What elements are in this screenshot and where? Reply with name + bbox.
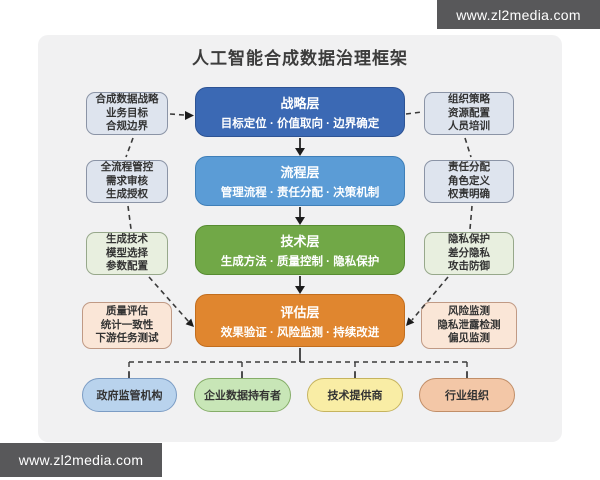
note-left-strategy: 合成数据战略 业务目标 合规边界 [86,92,168,135]
diagram-title: 人工智能合成数据治理框架 [192,49,408,68]
layer-strategy: 战略层 目标定位 · 价值取向 · 边界确定 [195,87,405,137]
note-left-evaluation: 质量评估 统计一致性 下游任务测试 [82,302,172,349]
note-line: 合规边界 [106,120,148,133]
stakeholder-label: 企业数据持有者 [204,390,281,402]
note-line: 生成授权 [106,188,148,201]
layer-evaluation-detail: 效果验证 · 风险监测 · 持续改进 [220,326,380,339]
layer-strategy-name: 战略层 [280,96,320,111]
layer-strategy-detail: 目标定位 · 价值取向 · 边界确定 [220,118,380,130]
layer-process: 流程层 管理流程 · 责任分配 · 决策机制 [195,156,405,206]
note-line: 风险监测 [448,305,490,318]
watermark-top-text: www.zl2media.com [456,6,581,23]
note-left-technology: 生成技术 模型选择 参数配置 [86,232,168,275]
note-line: 统计一致性 [100,318,154,331]
note-line: 需求审核 [106,174,148,187]
note-line: 人员培训 [448,120,490,133]
note-line: 生成技术 [106,233,148,246]
stakeholder-enterprise-data-holder: 企业数据持有者 [194,378,291,412]
layer-process-detail: 管理流程 · 责任分配 · 决策机制 [220,187,380,199]
note-right-process: 责任分配 角色定义 权责明确 [424,160,514,203]
watermark-top-bar: www.zl2media.com [437,0,600,29]
note-line: 组织策略 [448,93,490,106]
note-line: 业务目标 [106,106,148,119]
layer-evaluation-name: 评估层 [280,304,320,320]
stakeholder-tech-provider: 技术提供商 [307,378,403,412]
stakeholder-label: 技术提供商 [327,390,383,402]
note-line: 隐私泄露检测 [437,318,501,331]
layer-technology-name: 技术层 [280,234,320,249]
note-line: 差分隐私 [448,246,490,259]
note-line: 下游任务测试 [95,332,159,345]
watermark-bottom-bar: www.zl2media.com [0,443,162,477]
note-right-evaluation: 风险监测 隐私泄露检测 偏见监测 [421,302,517,349]
note-line: 偏见监测 [448,332,490,345]
stakeholder-government: 政府监管机构 [82,378,177,412]
stakeholder-label: 政府监管机构 [96,390,163,402]
stakeholder-industry-org: 行业组织 [419,378,515,412]
layer-process-name: 流程层 [280,165,320,180]
note-line: 参数配置 [106,260,148,273]
note-right-strategy: 组织策略 资源配置 人员培训 [424,92,514,135]
note-line: 角色定义 [448,174,490,187]
note-line: 全流程管控 [100,161,154,174]
layer-technology: 技术层 生成方法 · 质量控制 · 隐私保护 [195,225,405,275]
note-line: 合成数据战略 [95,93,159,106]
watermark-bottom-text: www.zl2media.com [18,452,144,468]
layer-evaluation: 评估层 效果验证 · 风险监测 · 持续改进 [195,294,405,347]
note-right-technology: 隐私保护 差分隐私 攻击防御 [424,232,514,275]
layer-technology-detail: 生成方法 · 质量控制 · 隐私保护 [220,256,380,268]
note-line: 攻击防御 [448,260,490,273]
note-line: 模型选择 [106,246,148,259]
note-line: 隐私保护 [448,233,490,246]
note-line: 质量评估 [106,305,148,318]
note-line: 资源配置 [448,106,490,119]
stakeholder-label: 行业组织 [445,390,489,402]
note-line: 责任分配 [448,161,490,174]
note-left-process: 全流程管控 需求审核 生成授权 [86,160,168,203]
note-line: 权责明确 [448,188,490,201]
